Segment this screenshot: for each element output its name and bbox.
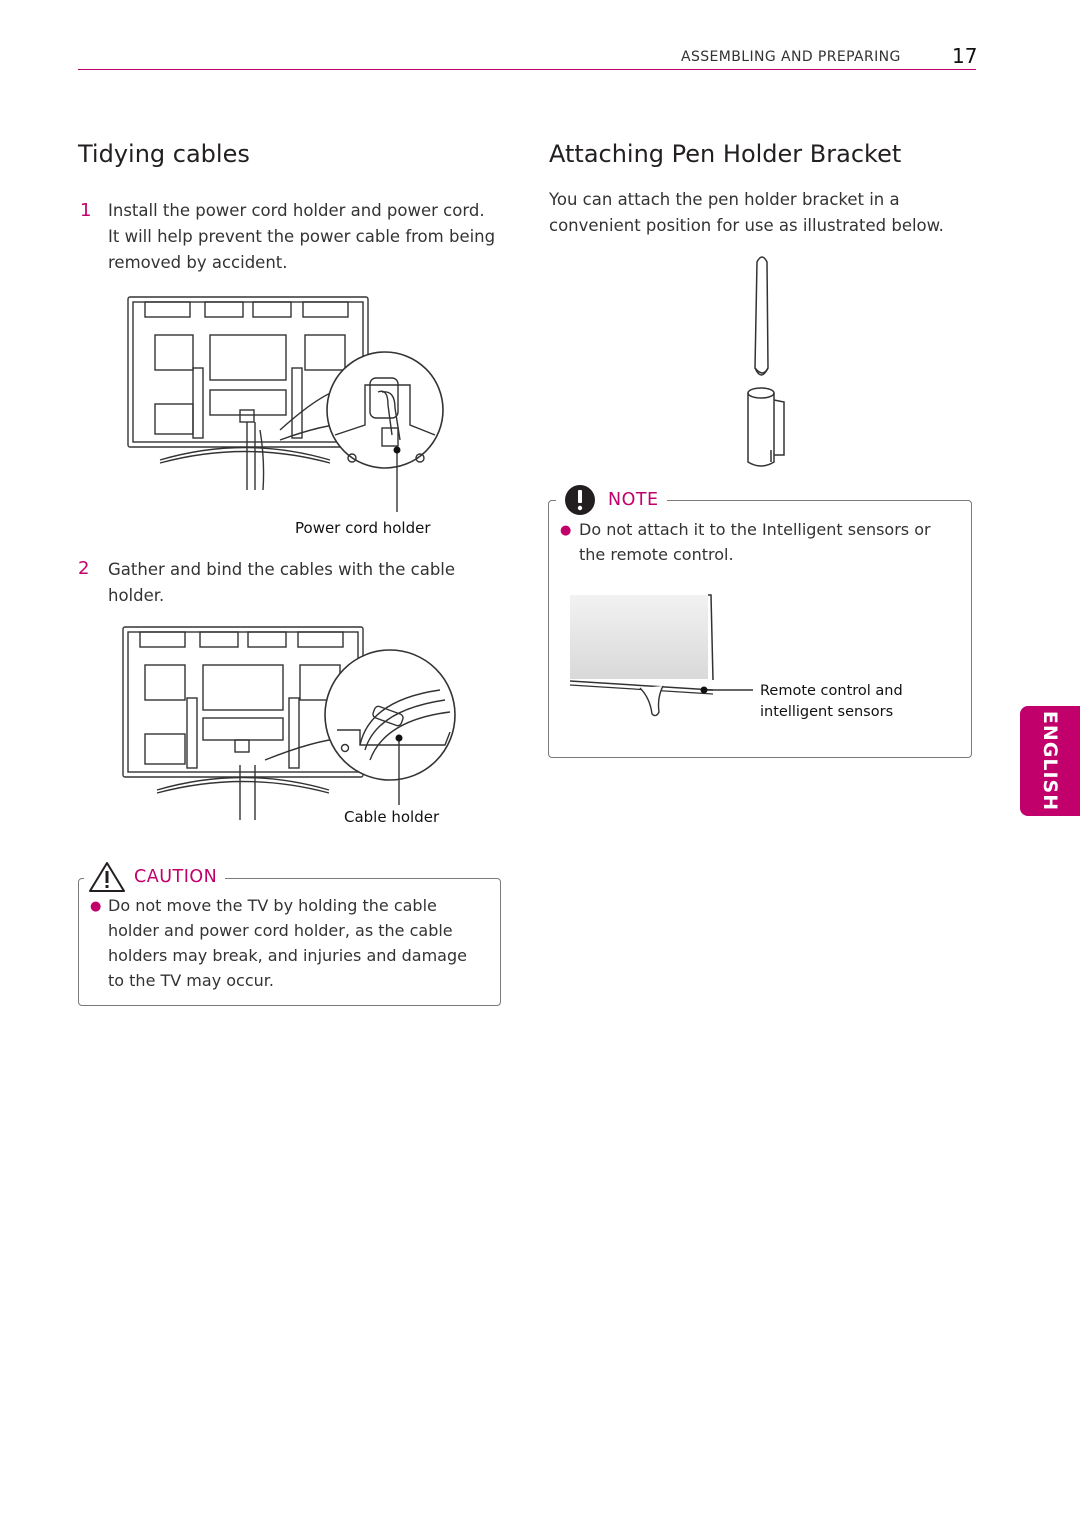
section-title-pen-holder: Attaching Pen Holder Bracket — [549, 140, 902, 168]
exclamation-icon — [565, 485, 595, 515]
note-bullet: ● — [560, 523, 572, 538]
caution-line: to the TV may occur. — [108, 971, 274, 990]
language-tab-label: ENGLISH — [1039, 710, 1061, 812]
caution-box — [78, 878, 501, 1006]
pen-holder-intro: You can attach the pen holder bracket in… — [549, 187, 944, 239]
step-1-text: Install the power cord holder and power … — [108, 198, 495, 276]
tv-back-cable-holder-figure — [122, 626, 456, 820]
step-1-number: 1 — [80, 200, 92, 221]
figure-2-label: Cable holder — [344, 808, 440, 826]
tv-corner-sensor-figure — [569, 594, 753, 717]
intro-line: You can attach the pen holder bracket in… — [549, 190, 900, 209]
note-text: Do not attach it to the Intelligent sens… — [579, 517, 931, 567]
note-figure-label-line: intelligent sensors — [760, 704, 894, 720]
caution-line: Do not move the TV by holding the cable — [108, 896, 437, 915]
section-title-tidying-cables: Tidying cables — [78, 140, 250, 168]
note-figure-label-line: Remote control and — [760, 683, 903, 699]
note-figure-label: Remote control and intelligent sensors — [760, 681, 903, 723]
figure-1-label: Power cord holder — [295, 519, 431, 537]
caution-line: holder and power cord holder, as the cab… — [108, 921, 453, 940]
step-2-number: 2 — [78, 558, 90, 579]
step-2-text: Gather and bind the cables with the cabl… — [108, 557, 455, 609]
header-rule — [78, 69, 976, 70]
note-line: Do not attach it to the Intelligent sens… — [579, 520, 931, 539]
caution-text: Do not move the TV by holding the cable … — [108, 893, 467, 993]
step-2-line: Gather and bind the cables with the cabl… — [108, 560, 456, 579]
warning-triangle-icon — [89, 862, 125, 892]
note-title: NOTE — [608, 490, 659, 510]
page-number: 17 — [952, 44, 978, 68]
note-title-group: NOTE — [556, 483, 667, 517]
step-2-line: holder. — [108, 586, 165, 605]
step-1-line: removed by accident. — [108, 253, 288, 272]
pen-holder-bracket-figure — [747, 256, 785, 467]
step-1-line: Install the power cord holder and power … — [108, 201, 485, 220]
language-tab: ENGLISH — [1020, 706, 1080, 816]
caution-title-group: CAUTION — [84, 860, 226, 894]
caution-line: holders may break, and injuries and dama… — [108, 946, 467, 965]
intro-line: convenient position for use as illustrat… — [549, 216, 944, 235]
running-header-section: ASSEMBLING AND PREPARING — [681, 49, 901, 65]
note-line: the remote control. — [579, 545, 734, 564]
step-1-line: It will help prevent the power cable fro… — [108, 227, 496, 246]
tv-back-power-cord-figure — [127, 296, 444, 512]
caution-bullet: ● — [90, 899, 102, 914]
caution-title: CAUTION — [134, 867, 218, 887]
